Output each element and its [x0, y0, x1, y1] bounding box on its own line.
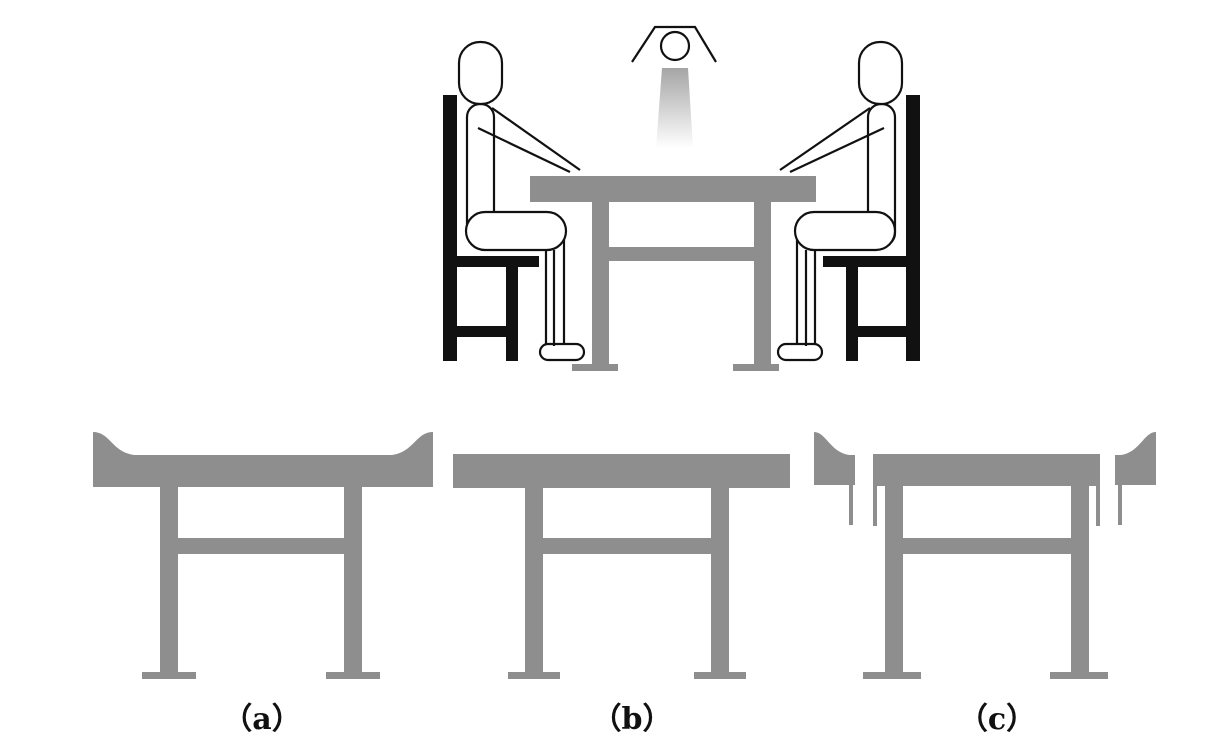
left-person [457, 40, 586, 362]
center-table [530, 176, 816, 371]
caption-a: （a） [222, 702, 302, 737]
top-scene [443, 25, 920, 371]
table-variant-c [814, 432, 1156, 679]
caption-b: （b） [591, 702, 673, 737]
left-chair [443, 95, 539, 361]
right-chair [823, 95, 920, 361]
right-person [776, 40, 904, 362]
table-variant-b [453, 454, 790, 679]
table-variant-a [93, 432, 433, 679]
lamp-icon [631, 25, 717, 63]
caption-c: （c） [957, 702, 1037, 737]
light-beam [656, 68, 693, 148]
